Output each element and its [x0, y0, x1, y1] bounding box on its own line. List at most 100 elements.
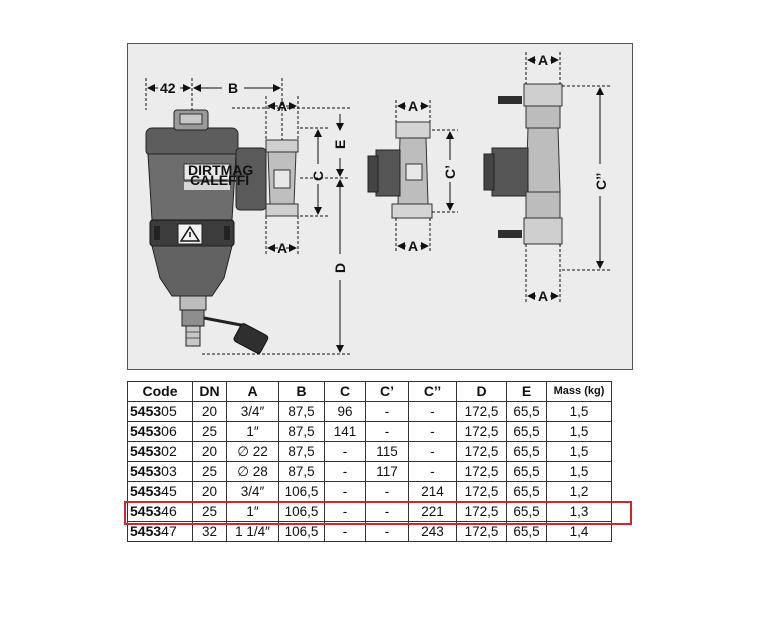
cell-a: 1″	[226, 421, 279, 442]
fitting-variant-middle	[367, 121, 433, 219]
cell-d: 172,5	[456, 421, 507, 442]
cell-e: 65,5	[506, 521, 547, 542]
code-suffix: 02	[161, 443, 177, 459]
dim-A-label: A	[277, 240, 287, 256]
header-c-double-prime: C’’	[408, 381, 457, 402]
cell-mass: 1,2	[546, 481, 612, 502]
code-suffix: 06	[161, 423, 177, 439]
cell-a: 3/4″	[226, 401, 279, 422]
cell-code: 545345	[127, 481, 193, 502]
header-dn: DN	[192, 381, 227, 402]
cell-a: 3/4″	[226, 481, 279, 502]
code-prefix: 5453	[130, 423, 162, 439]
dim-A-label: A	[538, 52, 548, 68]
cell-mass: 1,3	[546, 501, 612, 522]
cell-d: 172,5	[456, 461, 507, 482]
technical-drawing-panel: CALEFFI DIRTMAG 42	[127, 43, 633, 370]
valved-variant-right	[483, 83, 563, 245]
dim-D-label: D	[332, 263, 348, 273]
cell-c-double-prime: -	[408, 401, 457, 422]
dim-A-label: A	[277, 98, 287, 114]
cell-b: 87,5	[278, 401, 325, 422]
cell-code: 545346	[127, 501, 193, 522]
cell-code: 545305	[127, 401, 193, 422]
cell-c-prime: -	[365, 521, 409, 542]
cell-a: 1″	[226, 501, 279, 522]
cell-c-prime: -	[365, 481, 409, 502]
cell-dn: 20	[192, 441, 227, 462]
table-row: 545347 32 1 1/4″ 106,5 - - 243 172,5 65,…	[127, 521, 612, 542]
cell-b: 106,5	[278, 481, 325, 502]
cell-c-double-prime: 243	[408, 521, 457, 542]
code-suffix: 45	[161, 483, 177, 499]
cell-c-double-prime: 221	[408, 501, 457, 522]
cell-mass: 1,5	[546, 401, 612, 422]
cell-c-prime: 117	[365, 461, 409, 482]
cell-c: -	[324, 441, 366, 462]
header-mass: Mass (kg)	[546, 381, 612, 402]
cell-c: 141	[324, 421, 366, 442]
cell-c-double-prime: -	[408, 421, 457, 442]
code-prefix: 5453	[130, 503, 162, 519]
cell-c: 96	[324, 401, 366, 422]
header-e: E	[506, 381, 547, 402]
brand-logo-text: CALEFFI	[190, 172, 249, 188]
cell-c: -	[324, 481, 366, 502]
code-suffix: 05	[161, 403, 177, 419]
table-header-row: Code DN A B C C’ C’’ D E Mass (kg)	[127, 381, 612, 402]
cell-mass: 1,4	[546, 521, 612, 542]
code-prefix: 5453	[130, 523, 162, 539]
dim-C-double-prime-label: C’’	[593, 173, 609, 190]
cell-e: 65,5	[506, 501, 547, 522]
cell-code: 545302	[127, 441, 193, 462]
cell-c: -	[324, 501, 366, 522]
cell-e: 65,5	[506, 441, 547, 462]
cell-e: 65,5	[506, 401, 547, 422]
dimensions-table: Code DN A B C C’ C’’ D E Mass (kg) 54530…	[127, 381, 612, 542]
table-row-highlighted: 545345 20 3/4″ 106,5 - - 214 172,5 65,5 …	[127, 481, 612, 502]
cell-dn: 20	[192, 481, 227, 502]
cell-code: 545303	[127, 461, 193, 482]
cell-c-double-prime: -	[408, 461, 457, 482]
cell-c-prime: -	[365, 501, 409, 522]
cell-dn: 25	[192, 461, 227, 482]
cell-mass: 1,5	[546, 441, 612, 462]
cell-dn: 25	[192, 501, 227, 522]
dim-E-label: E	[332, 140, 348, 149]
dim-42-label: 42	[160, 80, 176, 96]
cell-c-prime: -	[365, 401, 409, 422]
code-prefix: 5453	[130, 403, 162, 419]
table-row: 545305 20 3/4″ 87,5 96 - - 172,5 65,5 1,…	[127, 401, 612, 422]
code-prefix: 5453	[130, 443, 162, 459]
table-row: 545303 25 ∅ 28 87,5 - 117 - 172,5 65,5 1…	[127, 461, 612, 482]
cell-dn: 25	[192, 421, 227, 442]
cell-mass: 1,5	[546, 461, 612, 482]
dirt-separator-body	[145, 109, 299, 354]
code-prefix: 5453	[130, 483, 162, 499]
code-suffix: 47	[161, 523, 177, 539]
cell-a: 1 1/4″	[226, 521, 279, 542]
cell-a: ∅ 22	[226, 441, 279, 462]
cell-e: 65,5	[506, 461, 547, 482]
product-label-text: DIRTMAG	[188, 162, 253, 178]
dim-A-label: A	[408, 98, 418, 114]
cell-d: 172,5	[456, 481, 507, 502]
cell-b: 87,5	[278, 421, 325, 442]
header-code: Code	[127, 381, 193, 402]
cell-dn: 20	[192, 401, 227, 422]
cell-c: -	[324, 521, 366, 542]
dimension-drawing: CALEFFI DIRTMAG 42	[145, 52, 610, 355]
header-a: A	[226, 381, 279, 402]
header-c-prime: C’	[365, 381, 409, 402]
cell-code: 545347	[127, 521, 193, 542]
header-d: D	[456, 381, 507, 402]
table-row: 545346 25 1″ 106,5 - - 221 172,5 65,5 1,…	[127, 501, 612, 522]
cell-b: 87,5	[278, 461, 325, 482]
cell-c-double-prime: 214	[408, 481, 457, 502]
cell-c-prime: 115	[365, 441, 409, 462]
cell-d: 172,5	[456, 401, 507, 422]
dim-A-label: A	[538, 288, 548, 304]
cell-a: ∅ 28	[226, 461, 279, 482]
cell-e: 65,5	[506, 421, 547, 442]
cell-b: 106,5	[278, 521, 325, 542]
